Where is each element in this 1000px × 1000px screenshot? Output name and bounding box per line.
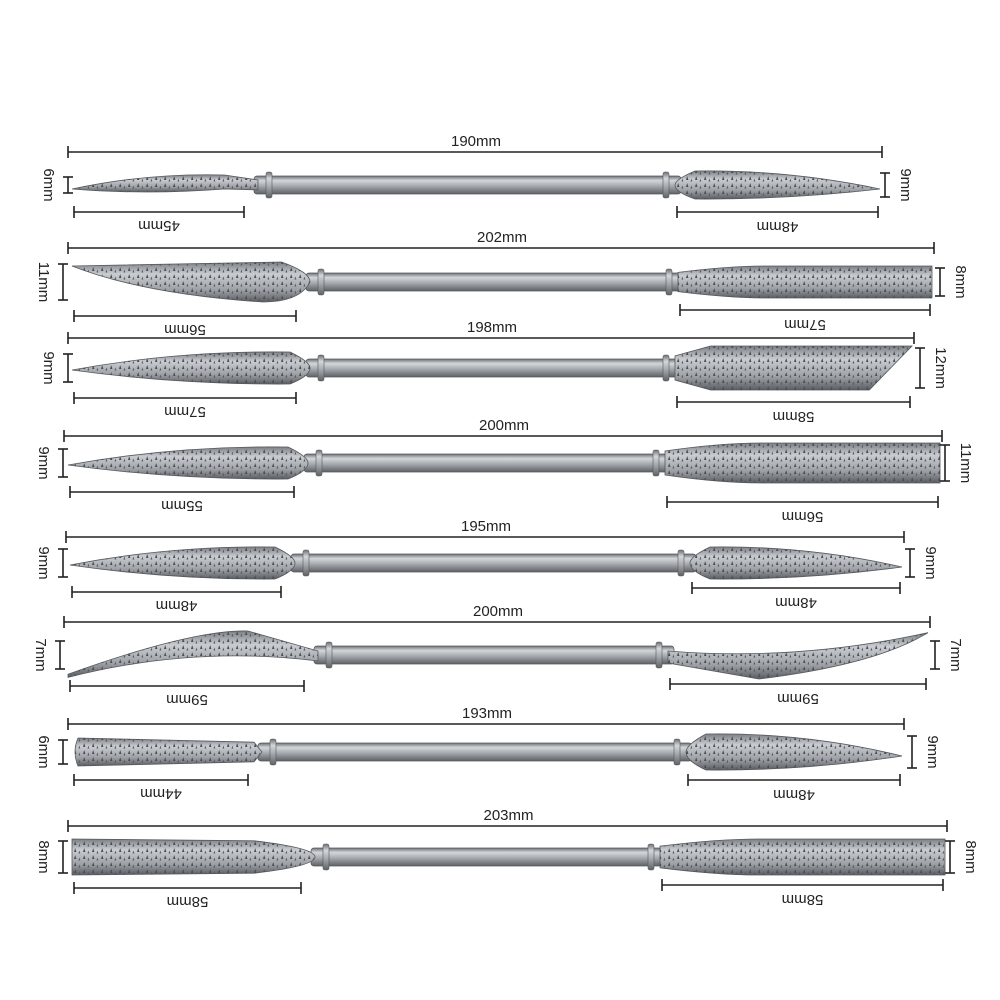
right-rasp-teeth bbox=[675, 346, 912, 390]
right-rasp-teeth bbox=[668, 632, 928, 679]
left-rasp-teeth bbox=[70, 546, 295, 580]
left-width-label: 8mm bbox=[35, 840, 52, 873]
shaft-collar-left bbox=[322, 843, 330, 871]
tool-shaft bbox=[303, 453, 672, 473]
right-head-length-label: 48mm bbox=[757, 218, 799, 235]
right-head-length-label: 57mm bbox=[784, 316, 826, 333]
shaft-collar-right bbox=[662, 354, 670, 382]
tool-shaft bbox=[257, 742, 693, 762]
right-width-label: 8mm bbox=[952, 265, 969, 298]
shaft-collar-right bbox=[665, 268, 673, 296]
left-head-length-label: 48mm bbox=[156, 597, 198, 614]
left-width-label: 6mm bbox=[35, 735, 52, 768]
right-width-label: 8mm bbox=[962, 840, 979, 873]
left-head-length-label: 56mm bbox=[164, 321, 206, 338]
shaft-collar-left bbox=[265, 171, 273, 199]
left-width-label: 9mm bbox=[40, 351, 57, 384]
shaft-collar-left bbox=[302, 549, 310, 577]
right-head-length-label: 58mm bbox=[773, 408, 815, 425]
shaft-collar-left bbox=[315, 449, 323, 477]
right-rasp-teeth bbox=[675, 170, 880, 200]
right-rasp-teeth bbox=[665, 443, 940, 483]
left-rasp-teeth bbox=[68, 446, 308, 480]
left-head-length-label: 59mm bbox=[166, 691, 208, 708]
rasp-tool-3: 198mm 57mm 58mm 9mm 12mm bbox=[40, 319, 949, 425]
right-rasp-teeth bbox=[690, 546, 902, 580]
right-head-length-label: 56mm bbox=[782, 508, 824, 525]
left-width-label: 9mm bbox=[35, 546, 52, 579]
right-width-label: 9mm bbox=[897, 168, 914, 201]
left-head-length-label: 57mm bbox=[164, 403, 206, 420]
shaft-collar-left bbox=[317, 268, 325, 296]
overall-length-label: 195mm bbox=[461, 518, 511, 535]
tool-shaft bbox=[310, 847, 667, 867]
right-width-label: 9mm bbox=[924, 735, 941, 768]
rasp-tool-1: 190mm 45mm 48mm 6mm 9mm bbox=[40, 133, 914, 235]
rasp-tool-4: 200mm 55mm 56mm 9mm 11mm bbox=[35, 417, 974, 525]
shaft-collar-right bbox=[677, 549, 685, 577]
rasp-tool-5: 195mm 48mm 48mm 9mm 9mm bbox=[35, 518, 939, 614]
right-head-length-label: 59mm bbox=[777, 690, 819, 707]
rasp-tool-7: 193mm 44mm 48mm 6mm 9mm bbox=[35, 705, 941, 803]
overall-length-label: 198mm bbox=[467, 319, 517, 336]
shaft-collar-left bbox=[269, 738, 277, 766]
tool-shaft bbox=[305, 272, 685, 292]
right-width-label: 12mm bbox=[932, 347, 949, 389]
right-head-length-label: 58mm bbox=[782, 891, 824, 908]
right-width-label: 11mm bbox=[957, 443, 974, 484]
left-width-label: 7mm bbox=[32, 638, 49, 671]
left-rasp-teeth bbox=[75, 738, 262, 766]
shaft-collar-right bbox=[647, 843, 655, 871]
left-head-length-label: 58mm bbox=[167, 893, 209, 910]
tool-shaft bbox=[290, 553, 697, 573]
rasp-tool-8: 203mm 58mm 58mm 8mm 8mm bbox=[35, 807, 979, 910]
right-width-label: 7mm bbox=[947, 638, 964, 671]
rasp-tool-6: 200mm 59mm 59mm 7mm 7mm bbox=[32, 603, 964, 708]
shaft-collar-left bbox=[317, 354, 325, 382]
left-rasp-teeth bbox=[68, 630, 318, 678]
rasp-tool-2: 202mm 56mm 57mm 11mm 8mm bbox=[35, 229, 969, 338]
left-rasp-teeth bbox=[72, 839, 315, 875]
overall-length-label: 190mm bbox=[451, 133, 501, 150]
right-rasp-teeth bbox=[678, 266, 932, 298]
left-width-label: 11mm bbox=[35, 262, 52, 303]
right-head-length-label: 48mm bbox=[775, 594, 817, 611]
overall-length-label: 203mm bbox=[483, 807, 533, 824]
right-rasp-teeth bbox=[686, 733, 902, 771]
shaft-collar-left bbox=[325, 641, 333, 669]
overall-length-label: 202mm bbox=[477, 229, 527, 246]
tool-shaft bbox=[253, 175, 682, 195]
right-width-label: 9mm bbox=[922, 546, 939, 579]
overall-length-label: 200mm bbox=[479, 417, 529, 434]
left-rasp-teeth bbox=[72, 262, 310, 302]
tool-shaft bbox=[313, 645, 675, 665]
overall-length-label: 200mm bbox=[473, 603, 523, 620]
left-head-length-label: 45mm bbox=[138, 217, 180, 234]
left-rasp-teeth bbox=[72, 174, 258, 192]
right-rasp-teeth bbox=[660, 839, 945, 875]
left-width-label: 6mm bbox=[40, 168, 57, 201]
overall-length-label: 193mm bbox=[462, 705, 512, 722]
shaft-collar-right bbox=[652, 449, 660, 477]
left-width-label: 9mm bbox=[35, 446, 52, 479]
left-head-length-label: 44mm bbox=[140, 785, 182, 802]
shaft-collar-right bbox=[655, 641, 663, 669]
right-head-length-label: 48mm bbox=[773, 786, 815, 803]
shaft-collar-right bbox=[662, 171, 670, 199]
left-head-length-label: 55mm bbox=[161, 497, 203, 514]
tool-shaft bbox=[305, 358, 682, 378]
shaft-collar-right bbox=[673, 738, 681, 766]
left-rasp-teeth bbox=[72, 351, 310, 385]
